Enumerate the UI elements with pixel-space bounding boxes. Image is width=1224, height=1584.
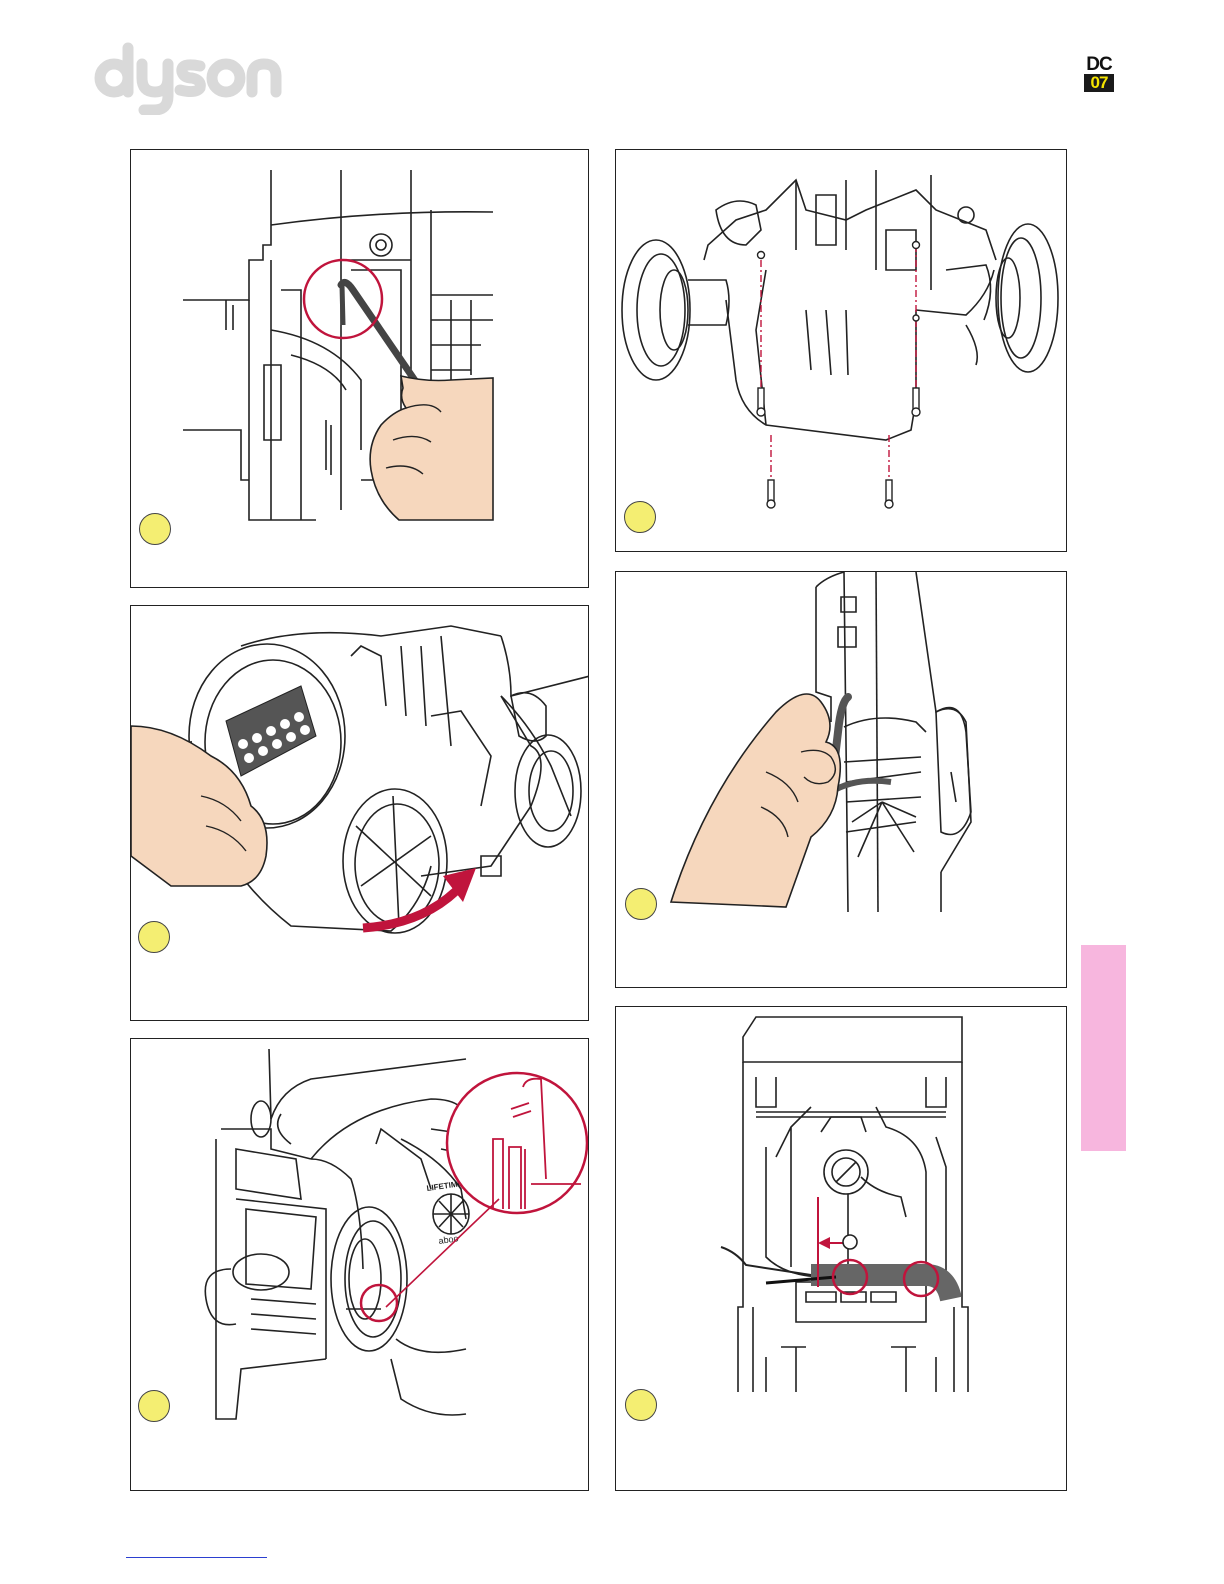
remove-screws-icon — [616, 150, 1067, 552]
step-panel-2 — [615, 149, 1067, 552]
model-badge-line2: 07 — [1084, 74, 1114, 92]
hook-tool-duct-icon — [616, 572, 1067, 988]
section-tab — [1081, 945, 1126, 1151]
step-marker-5 — [138, 1390, 170, 1422]
step-panel-6 — [615, 1006, 1067, 1491]
step-panel-4 — [615, 571, 1067, 988]
step-marker-1 — [139, 513, 171, 545]
step-marker-6 — [625, 1389, 657, 1421]
hook-tool-in-slot-icon — [131, 150, 589, 588]
model-badge: DC 07 — [1083, 56, 1115, 92]
step-panel-5: LIFETIME aboo — [130, 1038, 589, 1491]
step-marker-3 — [138, 921, 170, 953]
step-marker-2 — [624, 501, 656, 533]
step-panel-3 — [130, 605, 589, 1021]
step-panel-1 — [130, 149, 589, 588]
footer-link[interactable] — [126, 1557, 267, 1558]
model-badge-line1: DC — [1083, 56, 1115, 74]
dyson-logo — [92, 40, 282, 115]
rotate-cyclone-icon — [131, 606, 589, 1021]
step-marker-4 — [625, 888, 657, 920]
hose-routing-icon — [616, 1007, 1067, 1491]
motor-bucket-detail-icon: LIFETIME aboo — [131, 1039, 589, 1491]
